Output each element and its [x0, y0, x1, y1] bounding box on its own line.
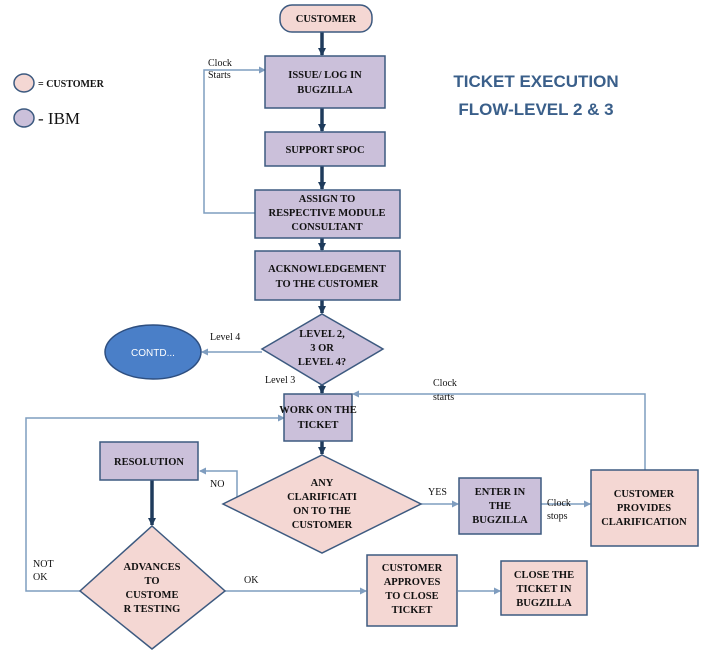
node-assign-line3: CONSULTANT — [291, 222, 362, 233]
decision-clarification-line1: ANY — [311, 478, 334, 489]
legend-customer-label: = CUSTOMER — [38, 79, 105, 90]
label-not-ok-line2: OK — [33, 572, 48, 583]
label-not-ok-line1: NOT — [33, 559, 54, 570]
node-acknowledgement-line2: TO THE CUSTOMER — [276, 279, 379, 290]
node-resolution-label: RESOLUTION — [114, 457, 184, 468]
decision-level-line3: LEVEL 4? — [298, 357, 346, 368]
secondary-connectors — [25, 66, 646, 595]
node-issue-log-line1: ISSUE/ LOG IN — [288, 70, 362, 81]
node-acknowledgement — [254, 250, 401, 301]
node-resolution — [99, 441, 199, 481]
node-customer-clarification-line1: CUSTOMER — [614, 489, 675, 500]
node-customer-approves-line1: CUSTOMER — [382, 563, 443, 574]
node-work-on-ticket — [283, 393, 353, 442]
diagram-title-line2: FLOW-LEVEL 2 & 3 — [458, 100, 613, 119]
label-clock-starts-2-line1: Clock — [433, 378, 457, 389]
node-acknowledgement-line1: ACKNOWLEDGEMENT — [268, 264, 386, 275]
label-clock-starts-1-line2: Starts — [208, 70, 231, 81]
decision-advances-line3: CUSTOME — [126, 590, 179, 601]
node-enter-bugzilla-line2: THE — [489, 501, 511, 512]
decision-level-line1: LEVEL 2, — [299, 329, 345, 340]
node-close-ticket-line1: CLOSE THE — [514, 570, 574, 581]
node-assign-line1: ASSIGN TO — [299, 194, 356, 205]
node-customer-approves-line3: TO CLOSE — [385, 591, 438, 602]
decision-clarification — [221, 454, 423, 554]
node-customer-start — [279, 4, 373, 33]
node-close-ticket — [500, 560, 588, 616]
label-ok: OK — [244, 575, 259, 586]
label-clock-starts-1-line1: Clock — [208, 58, 232, 69]
node-close-ticket-line3: BUGZILLA — [516, 598, 572, 609]
decision-advances-line4: R TESTING — [124, 604, 181, 615]
legend-customer-swatch — [13, 73, 35, 93]
decision-advances-line1: ADVANCES — [124, 562, 181, 573]
node-enter-bugzilla — [458, 477, 542, 535]
node-assign-line2: RESPECTIVE MODULE — [269, 208, 386, 219]
decision-advances-testing — [78, 524, 227, 650]
label-no: NO — [210, 479, 224, 490]
node-assign — [254, 189, 401, 239]
node-customer-clarification-line2: PROVIDES — [617, 503, 671, 514]
label-clock-stops-line2: stops — [547, 511, 568, 522]
clock-starts-loop-2 — [352, 390, 646, 470]
node-customer-clarification — [590, 469, 699, 547]
node-issue-log — [264, 55, 386, 109]
node-close-ticket-line2: TICKET IN — [517, 584, 572, 595]
node-contd-label: CONTD... — [131, 348, 175, 359]
node-support-spoc — [264, 131, 386, 167]
node-work-on-ticket-line1: WORK ON THE — [279, 405, 356, 416]
arrow-no-to-resolution — [199, 467, 238, 504]
node-issue-log-line2: BUGZILLA — [297, 85, 353, 96]
node-enter-bugzilla-line3: BUGZILLA — [472, 515, 528, 526]
node-contd — [104, 324, 202, 380]
legend-ibm-swatch — [13, 108, 35, 128]
node-customer-approves-line4: TICKET — [392, 605, 433, 616]
arrow-notok-to-work — [25, 414, 285, 592]
node-customer-approves-line2: APPROVES — [384, 577, 441, 588]
label-level3: Level 3 — [265, 375, 295, 386]
label-clock-stops-line1: Clock — [547, 498, 571, 509]
decision-level-line2: 3 OR — [310, 343, 334, 354]
legend-ibm-label: - IBM — [38, 109, 80, 128]
label-yes: YES — [428, 487, 447, 498]
decision-clarification-line2: CLARIFICATI — [287, 492, 357, 503]
clock-starts-loop-1 — [203, 66, 266, 214]
label-clock-starts-2-line2: starts — [433, 392, 454, 403]
node-enter-bugzilla-line1: ENTER IN — [475, 487, 526, 498]
node-customer-start-label: CUSTOMER — [296, 14, 357, 25]
legend: = CUSTOMER - IBM — [13, 73, 105, 128]
main-connectors — [148, 32, 326, 526]
decision-level — [260, 313, 385, 386]
node-customer-approves — [366, 554, 458, 627]
diagram-title-line1: TICKET EXECUTION — [453, 72, 618, 91]
label-level4: Level 4 — [210, 332, 240, 343]
node-support-spoc-label: SUPPORT SPOC — [285, 145, 364, 156]
node-customer-clarification-line3: CLARIFICATION — [601, 517, 687, 528]
decision-clarification-line3: ON TO THE — [293, 506, 351, 517]
decision-clarification-line4: CUSTOMER — [292, 520, 353, 531]
decision-advances-line2: TO — [145, 576, 160, 587]
node-work-on-ticket-line2: TICKET — [298, 420, 339, 431]
